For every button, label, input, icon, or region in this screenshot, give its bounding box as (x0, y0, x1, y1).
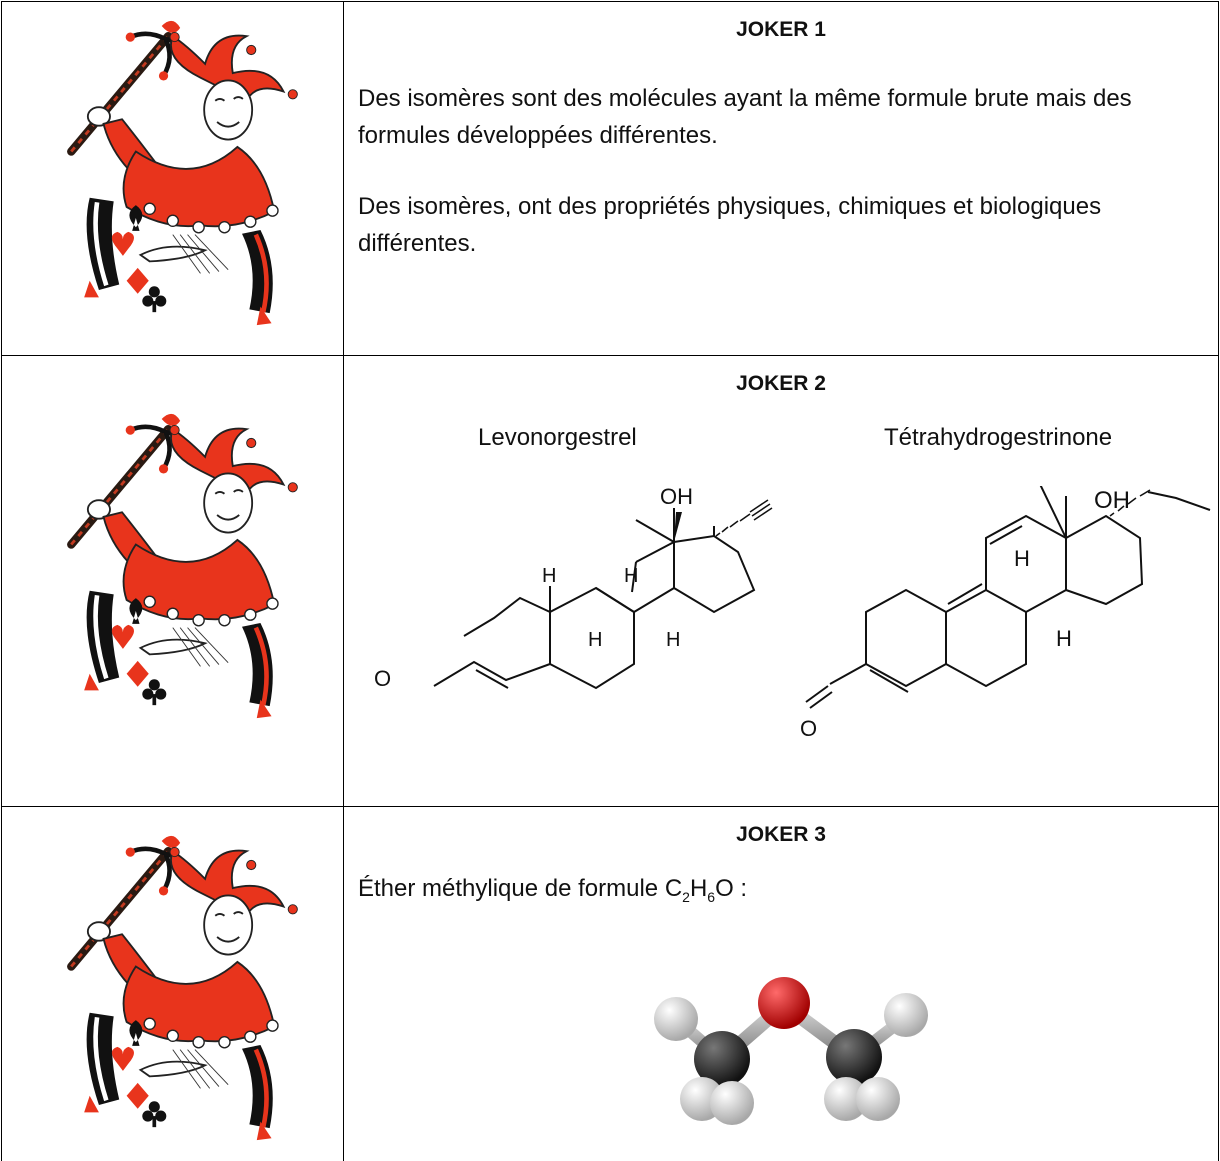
hydrogen-label: H (624, 565, 638, 587)
isomer-definition: Des isomères sont des molécules ayant la… (358, 85, 1132, 149)
oxygen-atom: O (374, 666, 391, 691)
dimethyl-ether-ball-model (654, 977, 928, 1125)
levonorgestrel-structure: O OH H H H H (374, 486, 773, 691)
joker-row-1: JOKER 1 Des isomères sont des molécules … (1, 1, 1219, 356)
ether-formula: Éther méthylique de formule C2H6O : (358, 875, 748, 905)
oxygen-atom: O (800, 716, 817, 741)
hydrogen-label: H (1056, 626, 1072, 651)
joker-text-cell: JOKER 2 Levonorgestrel Tétrahydrogestrin… (343, 355, 1219, 807)
joker-row-2: JOKER 2 Levonorgestrel Tétrahydrogestrin… (1, 355, 1219, 807)
joker-image-cell (1, 1, 344, 356)
hydrogen-label: H (588, 629, 602, 651)
joker-image-cell (1, 355, 344, 807)
joker-image-cell (1, 806, 344, 1161)
hydroxyl-label: OH (1094, 487, 1130, 514)
joker-text-cell: JOKER 3 Éther méthylique de formule C2H6… (343, 806, 1219, 1161)
tetrahydrogestrinone-label: Tétrahydrogestrinone (884, 424, 1113, 451)
tetrahydrogestrinone-structure: O OH H H (800, 486, 1211, 741)
isomer-properties: Des isomères, ont des propriétés physiqu… (358, 193, 1102, 257)
jester-card-illustration (62, 398, 302, 728)
hydrogen-label: H (1014, 546, 1030, 571)
joker-title: JOKER 3 (736, 823, 826, 846)
joker-title: JOKER 1 (736, 18, 826, 41)
hydroxyl-label: OH (660, 486, 693, 509)
levonorgestrel-label: Levonorgestrel (478, 424, 637, 451)
joker-row-3: JOKER 3 Éther méthylique de formule C2H6… (1, 806, 1219, 1161)
hydrogen-label: H (542, 565, 556, 587)
joker-text-cell: JOKER 1 Des isomères sont des molécules … (343, 1, 1219, 356)
jester-card-illustration (62, 10, 302, 330)
joker-title: JOKER 2 (736, 372, 826, 395)
hydrogen-label: H (666, 629, 680, 651)
jester-card-illustration (62, 815, 302, 1155)
